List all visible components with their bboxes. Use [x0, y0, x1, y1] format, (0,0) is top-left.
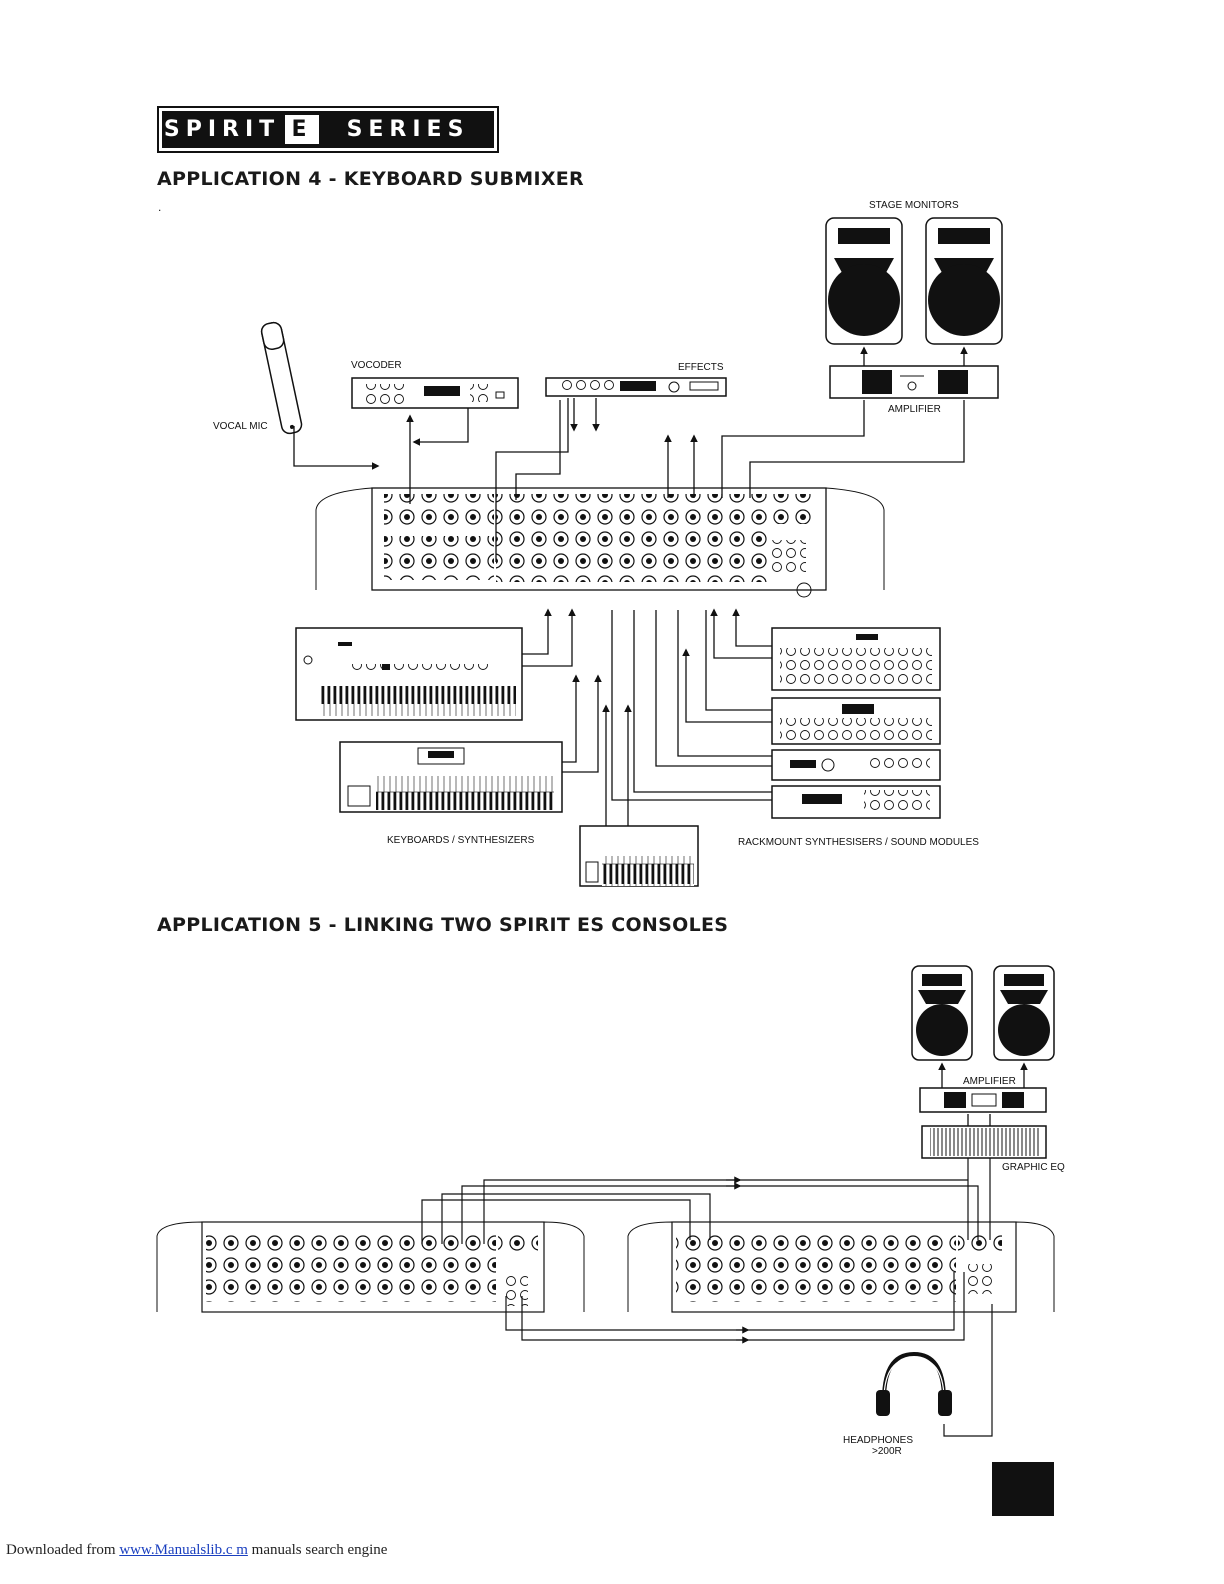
vocal-mic: [260, 321, 303, 435]
footer: Downloaded from www.Manualslib.c m manua…: [6, 1542, 387, 1559]
app4-title: APPLICATION 4 - KEYBOARD SUBMIXER: [157, 168, 584, 190]
label-effects: EFFECTS: [678, 362, 724, 373]
console-a: [156, 1221, 585, 1313]
stage-monitor-app5-right: [993, 965, 1055, 1061]
logo-word-e: E: [285, 115, 319, 144]
app4-dot: .: [158, 200, 162, 214]
label-impedance: >200R: [872, 1446, 902, 1457]
stage-monitor-left: [825, 217, 903, 345]
footer-link[interactable]: www.Manualslib.c m: [119, 1542, 248, 1558]
footer-suffix: manuals search engine: [247, 1542, 388, 1558]
spirit-e-series-logo: SPIRIT E SERIES: [157, 106, 499, 153]
amplifier-app5: [919, 1087, 1047, 1113]
app5-cables: [421, 1158, 993, 1437]
effects-unit: [545, 377, 727, 397]
rack-module-4: [771, 785, 941, 819]
logo-word-spirit: SPIRIT: [163, 117, 281, 142]
label-keyboards: KEYBOARDS / SYNTHESIZERS: [387, 835, 535, 846]
label-headphones: HEADPHONES: [843, 1435, 913, 1446]
stage-monitor-app5-left: [911, 965, 973, 1061]
page-tab-block: [992, 1462, 1054, 1516]
app4-cables: [293, 398, 965, 826]
footer-prefix: Downloaded from: [6, 1542, 120, 1558]
logo-word-series: SERIES: [346, 117, 470, 142]
keyboard-synth-2: [339, 741, 563, 813]
console-app4: [315, 487, 885, 598]
keyboard-synth-1: [295, 627, 523, 721]
console-b: [627, 1221, 1055, 1313]
vocoder-unit: [351, 377, 519, 409]
label-vocoder: VOCODER: [351, 360, 402, 371]
rack-module-3: [771, 749, 941, 781]
label-amplifier-app4: AMPLIFIER: [888, 404, 941, 415]
label-rackmount: RACKMOUNT SYNTHESISERS / SOUND MODULES: [738, 837, 979, 848]
label-graphic-eq: GRAPHIC EQ: [1002, 1162, 1065, 1173]
keyboard-synth-3: [579, 825, 699, 887]
graphic-eq-unit: [921, 1125, 1047, 1159]
app5-title: APPLICATION 5 - LINKING TWO SPIRIT ES CO…: [157, 914, 729, 936]
rack-module-1: [771, 627, 941, 691]
amplifier-app4: [829, 365, 999, 399]
rack-module-2: [771, 697, 941, 745]
stage-monitor-right: [925, 217, 1003, 345]
label-stage-monitors: STAGE MONITORS: [869, 200, 959, 211]
headphones-icon: [876, 1351, 952, 1416]
label-amplifier-app5: AMPLIFIER: [963, 1076, 1016, 1087]
label-vocal-mic: VOCAL MIC: [213, 421, 268, 432]
